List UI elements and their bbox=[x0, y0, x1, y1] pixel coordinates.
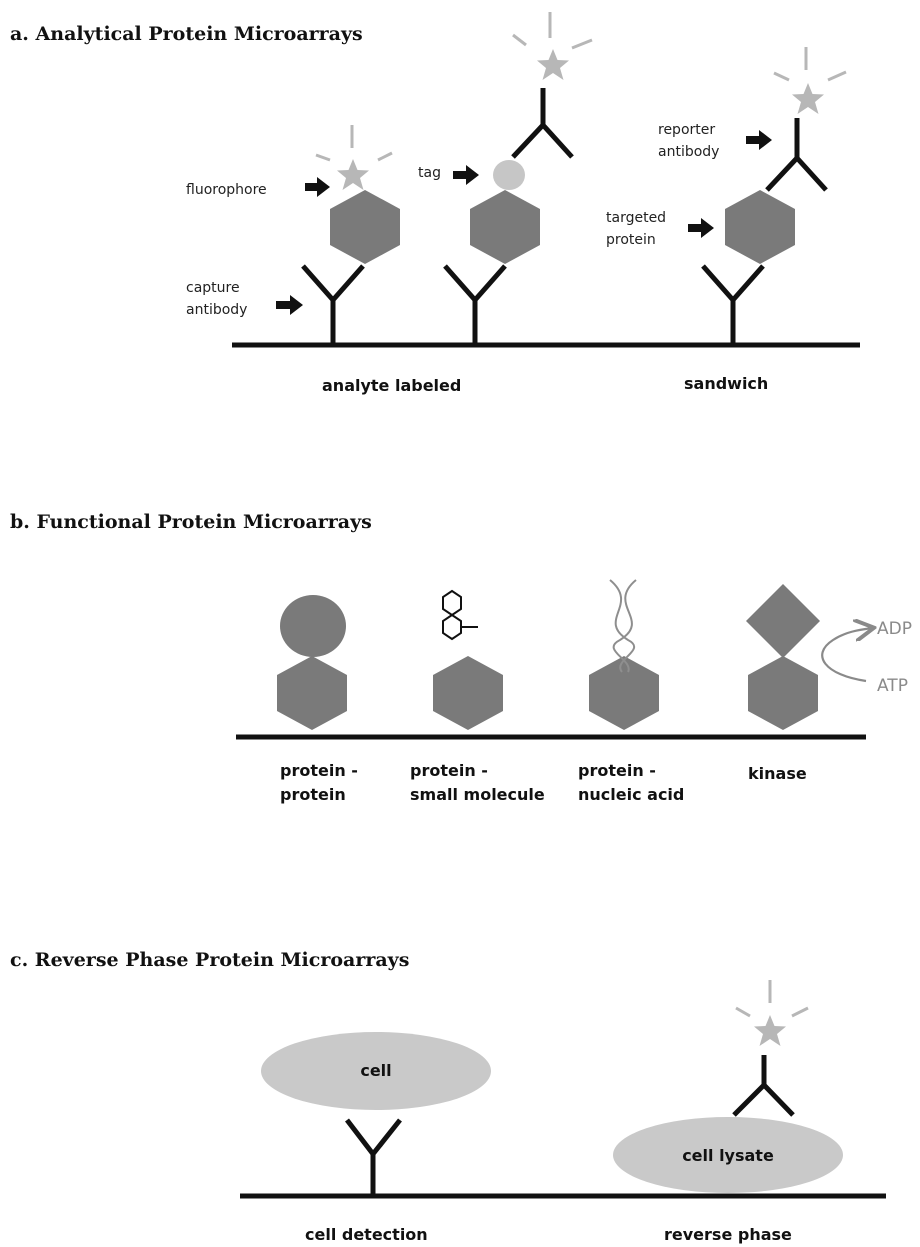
atp-label: ATP bbox=[877, 676, 908, 696]
targeted-label-line1: targeted bbox=[606, 210, 666, 226]
protein-hexagon-1 bbox=[330, 190, 400, 264]
protein-hexagon-3 bbox=[725, 190, 795, 264]
reporter-arrow bbox=[746, 130, 772, 150]
fluorophore-star-3 bbox=[773, 47, 847, 114]
small-molecule-icon bbox=[442, 589, 478, 641]
tag-arrow bbox=[453, 165, 479, 185]
tag-label: tag bbox=[418, 165, 441, 181]
capture-label-line1: capture bbox=[186, 280, 240, 296]
protein-hexagon-4 bbox=[277, 656, 347, 730]
targeted-arrow bbox=[688, 218, 714, 238]
protein-hexagon-6 bbox=[589, 656, 659, 730]
cell-lysate-label: cell lysate bbox=[682, 1146, 774, 1165]
caption-cell-detection: cell detection bbox=[305, 1225, 428, 1244]
caption-sandwich: sandwich bbox=[684, 374, 768, 393]
partner-protein-circle bbox=[280, 595, 346, 657]
capture-label-line2: antibody bbox=[186, 302, 247, 318]
targeted-label-line2: protein bbox=[606, 232, 656, 248]
caption-small-molecule-line2: small molecule bbox=[410, 785, 545, 804]
caption-nucleic-acid-line1: protein - bbox=[578, 761, 656, 780]
fluorophore-arrow bbox=[305, 177, 330, 197]
protein-hexagon-5 bbox=[433, 656, 503, 730]
fluorophore-star-1 bbox=[315, 125, 393, 190]
caption-nucleic-acid-line2: nucleic acid bbox=[578, 785, 684, 804]
fluorophore-star-4 bbox=[735, 980, 809, 1046]
capture-antibody-1 bbox=[301, 264, 365, 345]
reporter-label-line2: antibody bbox=[658, 144, 719, 160]
kinase-diamond bbox=[746, 584, 820, 658]
reporter-antibody-1 bbox=[511, 88, 574, 159]
capture-antibody-2 bbox=[443, 264, 507, 345]
fluorophore-star-2 bbox=[512, 12, 593, 80]
cell-ellipse bbox=[261, 1032, 491, 1110]
capture-arrow bbox=[276, 295, 303, 315]
dna-helix-icon bbox=[609, 579, 637, 673]
caption-kinase: kinase bbox=[748, 764, 807, 783]
reporter-antibody-2 bbox=[765, 118, 828, 192]
capture-antibody-3 bbox=[701, 264, 765, 345]
protein-hexagon-7 bbox=[748, 656, 818, 730]
caption-protein-protein-line2: protein bbox=[280, 785, 346, 804]
caption-small-molecule-line1: protein - bbox=[410, 761, 488, 780]
section-a-title: a. Analytical Protein Microarrays bbox=[10, 23, 363, 45]
caption-reverse-phase: reverse phase bbox=[664, 1225, 792, 1244]
tag-circle bbox=[493, 160, 525, 190]
protein-hexagon-2 bbox=[470, 190, 540, 264]
section-b-title: b. Functional Protein Microarrays bbox=[10, 511, 372, 533]
capture-antibody-4 bbox=[345, 1118, 402, 1196]
cell-lysate-ellipse bbox=[613, 1117, 843, 1193]
phosphorylation-arrow bbox=[821, 628, 872, 683]
fluorophore-label: fluorophore bbox=[186, 182, 267, 198]
reporter-label-line1: reporter bbox=[658, 122, 715, 138]
adp-label: ADP bbox=[877, 619, 912, 639]
caption-analyte-labeled: analyte labeled bbox=[322, 376, 461, 395]
reporter-antibody-3 bbox=[732, 1055, 795, 1117]
cell-label: cell bbox=[360, 1061, 391, 1080]
caption-protein-protein-line1: protein - bbox=[280, 761, 358, 780]
section-c-title: c. Reverse Phase Protein Microarrays bbox=[10, 949, 409, 971]
